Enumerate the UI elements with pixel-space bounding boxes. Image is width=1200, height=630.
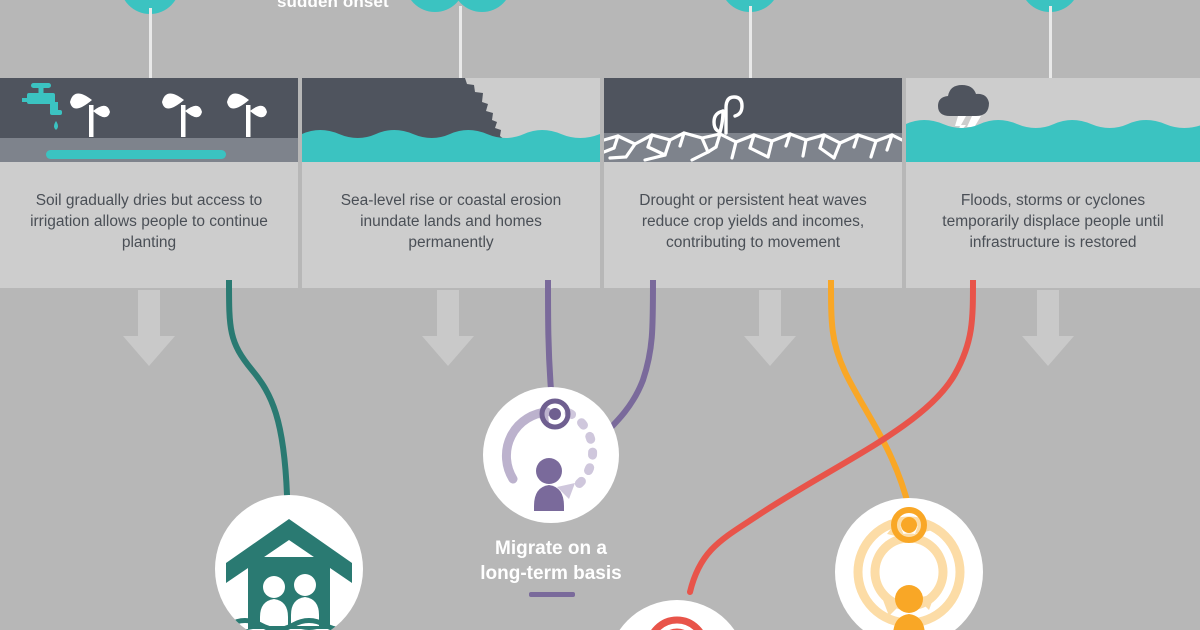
outcome-circular-migration[interactable]	[835, 498, 983, 630]
timeline-stem-2	[459, 6, 462, 78]
outcome-migrate-long-term-rule	[529, 592, 575, 597]
tap-icon	[22, 83, 62, 130]
outcome-stay-in-place[interactable]	[215, 495, 363, 630]
eroding-land	[302, 78, 505, 144]
panel-drought: Drought or persistent heat waves reduce …	[604, 78, 902, 288]
panel-sea-level-rise-caption: Sea-level rise or coastal erosion inunda…	[340, 192, 562, 251]
storm-cloud-icon	[938, 85, 989, 116]
connector-orange	[828, 280, 913, 515]
panel-drought-scene	[604, 78, 902, 162]
outcome-migrate-long-term-label: Migrate on a long-term basis	[425, 536, 677, 586]
target-icon	[651, 616, 703, 630]
outcome-label-line2: long-term basis	[480, 563, 622, 584]
panel-irrigation: Soil gradually dries but access to irrig…	[0, 78, 298, 288]
connector-teal	[226, 280, 290, 498]
flow-arrow-1	[123, 290, 175, 366]
panel-drought-caption: Drought or persistent heat waves reduce …	[639, 192, 867, 251]
circular-migration-icon	[853, 507, 965, 630]
timeline-bulb-2	[405, 0, 465, 12]
flood-water	[906, 120, 1200, 162]
outcome-migrate-long-term[interactable]	[483, 387, 619, 523]
panel-floods-storms-scene	[906, 78, 1200, 162]
seedling-icons	[70, 93, 267, 137]
wilting-plant-icon	[712, 95, 744, 135]
house-with-family-icon	[226, 519, 352, 629]
timeline-stem-3	[748, 6, 752, 78]
panel-floods-storms: Floods, storms or cyclones temporarily d…	[906, 78, 1200, 288]
outcome-label-line1: Migrate on a	[495, 538, 607, 559]
sea-water	[302, 130, 600, 162]
flow-arrow-2	[422, 290, 474, 366]
connector-red	[687, 280, 976, 595]
cracked-earth-icon	[604, 131, 902, 162]
panel-floods-storms-caption: Floods, storms or cyclones temporarily d…	[942, 192, 1164, 251]
panel-irrigation-scene	[0, 78, 298, 162]
panel-sea-level-rise: Sea-level rise or coastal erosion inunda…	[302, 78, 600, 288]
panel-irrigation-caption: Soil gradually dries but access to irrig…	[30, 192, 268, 251]
flow-arrow-4	[1022, 290, 1074, 366]
irrigation-channel	[46, 150, 226, 159]
timeline-stem-4	[1048, 6, 1052, 78]
timeline-stem-1	[148, 8, 152, 78]
sudden-onset-label: sudden onset	[277, 0, 389, 11]
flow-arrow-3	[744, 290, 796, 366]
one-way-migration-icon	[501, 398, 598, 511]
panel-sea-level-rise-scene	[302, 78, 600, 162]
